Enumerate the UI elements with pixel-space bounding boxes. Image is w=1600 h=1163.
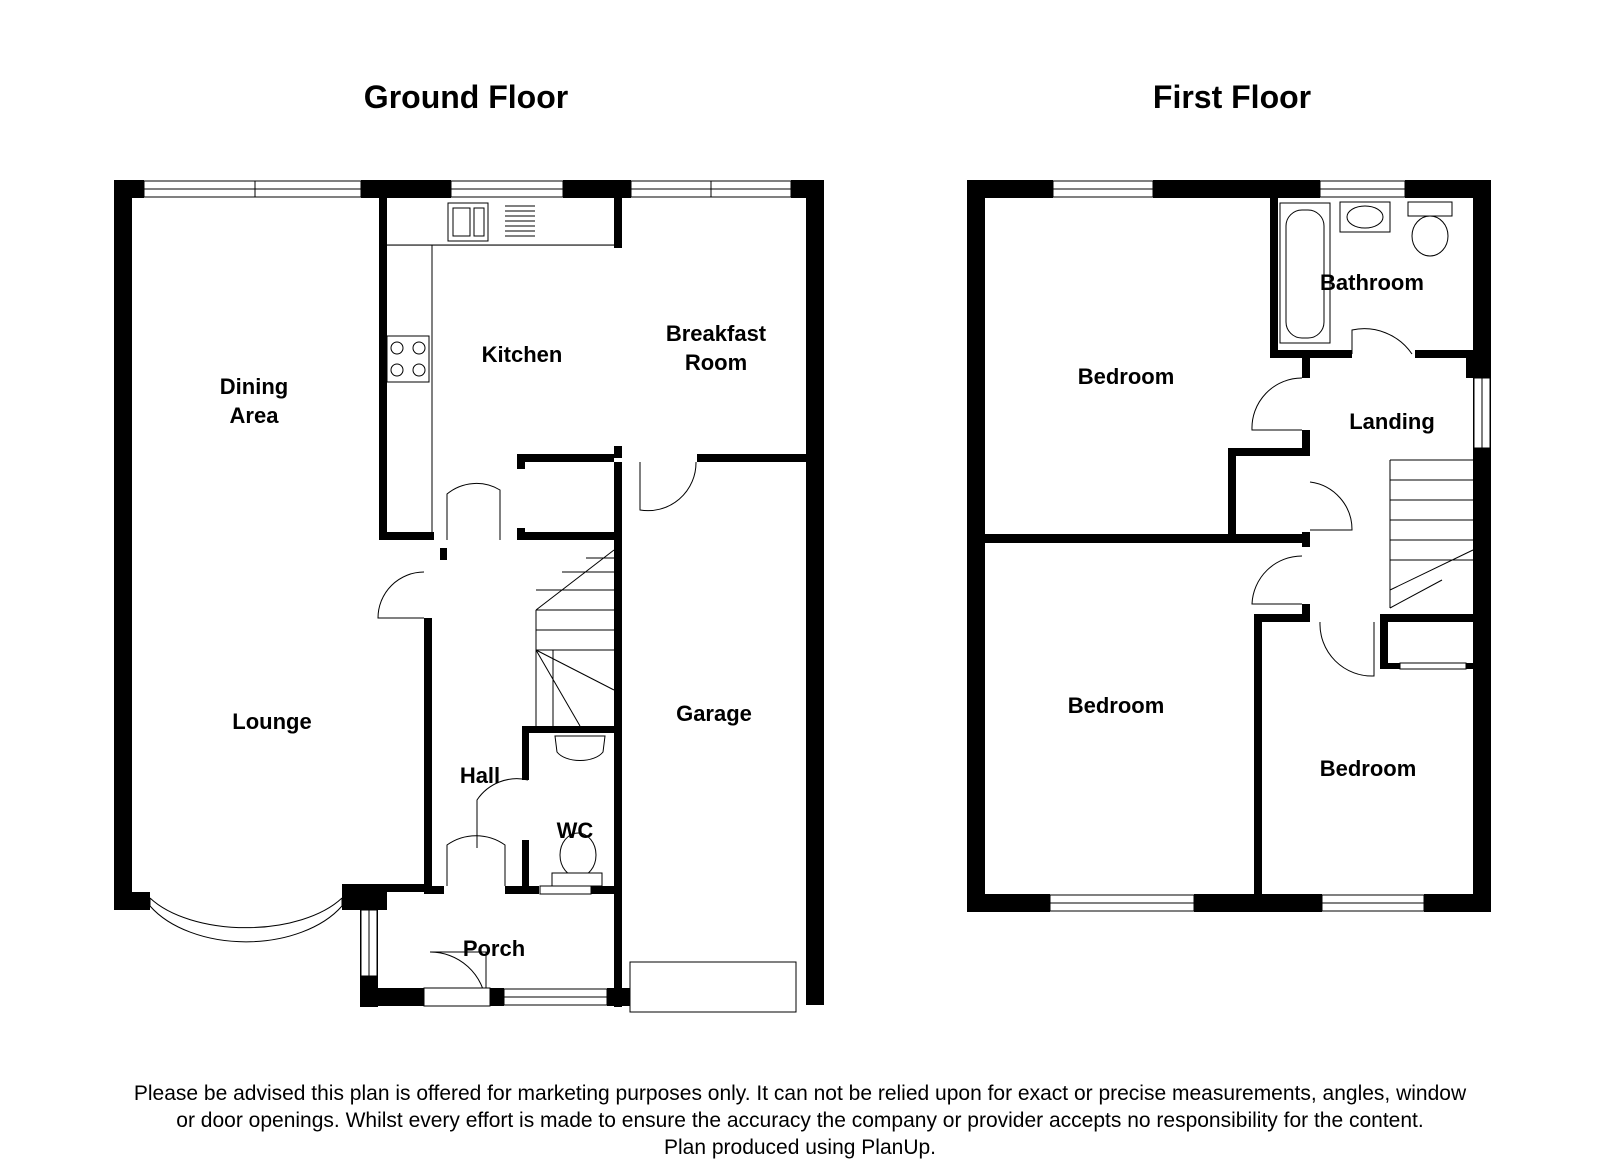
room-label-wc: WC <box>557 818 594 843</box>
first-floor-doors <box>1251 328 1413 677</box>
first-floor-title: First Floor <box>1153 79 1311 115</box>
room-label-lounge: Lounge <box>232 709 311 734</box>
disclaimer-line-1: Please be advised this plan is offered f… <box>133 1082 1467 1105</box>
ground-floor-walls <box>114 180 824 1007</box>
kitchen-fixtures <box>386 202 615 532</box>
ground-floor-title: Ground Floor <box>364 79 568 115</box>
room-label-breakfast-room: Breakfast <box>666 321 767 346</box>
room-label-bathroom: Bathroom <box>1320 270 1424 295</box>
room-label-bedroom-2: Bedroom <box>1068 693 1165 718</box>
room-label-bedroom-3: Bedroom <box>1320 756 1417 781</box>
room-label-kitchen: Kitchen <box>482 342 563 367</box>
bathroom-fixtures <box>1279 201 1453 344</box>
ground-floor-doors <box>377 461 697 1007</box>
room-label-bedroom-1: Bedroom <box>1078 364 1175 389</box>
room-label-landing: Landing <box>1349 409 1435 434</box>
room-label-dining-area-2: Area <box>230 403 280 428</box>
room-label-dining-area: Dining <box>220 374 288 399</box>
room-label-porch: Porch <box>463 936 525 961</box>
drainer-icon <box>505 205 535 237</box>
ground-floor-stairs <box>535 549 615 727</box>
floor-plan: Ground Floor <box>114 79 1491 1013</box>
toilet-icon <box>1411 215 1449 257</box>
ground-floor-windows <box>143 180 797 1013</box>
ground-floor-plan: Ground Floor <box>114 79 824 1013</box>
disclaimer: Please be advised this plan is offered f… <box>10 1080 1590 1161</box>
disclaimer-line-3: Plan produced using PlanUp. <box>663 1136 936 1159</box>
disclaimer-line-2: or door openings. Whilst every effort is… <box>176 1109 1424 1132</box>
wc-fixtures <box>551 735 606 887</box>
room-label-breakfast-room-2: Room <box>685 350 747 375</box>
room-label-hall: Hall <box>460 763 500 788</box>
first-floor-windows <box>1049 180 1491 912</box>
basin-icon <box>554 735 606 761</box>
hob-icon <box>386 335 430 383</box>
first-floor-stairs <box>1389 459 1474 609</box>
first-floor-plan: First Floor <box>967 79 1491 912</box>
first-floor-walls <box>967 180 1491 912</box>
room-label-garage: Garage <box>676 701 752 726</box>
